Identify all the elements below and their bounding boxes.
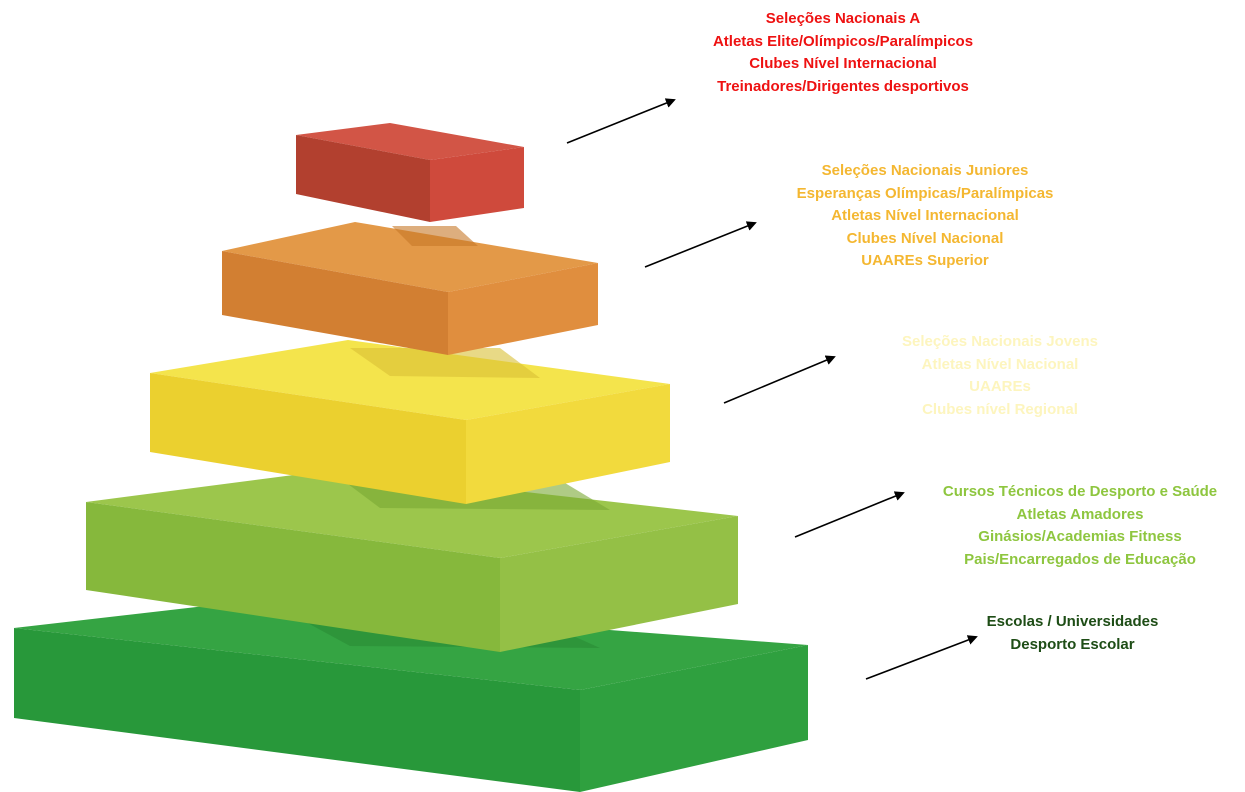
tier-1-block [296,123,524,222]
arrow-tier-1 [566,98,676,144]
tier-2-top-face [222,222,598,292]
tier-4-label: Cursos Técnicos de Desporto e Saúde Atle… [915,481,1245,571]
tier-5-line: Escolas / Universidades [986,613,1159,630]
tier-1-line: Seleções Nacionais A [765,10,921,27]
tier-1-line: Treinadores/Dirigentes desportivos [717,77,969,95]
tier-3-line: UAAREs [969,378,1031,395]
tier-5-block [14,602,808,792]
tier-3-side-face [466,384,670,504]
tier-4-line: Ginásios/Academias Fitness [978,528,1182,545]
arrow-tier-2 [644,221,757,268]
tier-3-line: Atletas Nível Nacional [921,355,1079,373]
tier-5-front-face [14,628,580,792]
tier-3-shadow [350,348,540,378]
tier-2-front-face [222,251,448,355]
tier-2-line: Seleções Nacionais Juniores [821,162,1029,179]
tier-2-label: Seleções Nacionais Juniores Esperanças O… [745,160,1105,273]
tier-1-top-face [296,123,524,160]
tier-2-line: Clubes Nível Nacional [846,229,1004,247]
tier-1-line: Atletas Elite/Olímpicos/Paralímpicos [712,32,974,50]
tier-4-line: Pais/Encarregados de Educação [964,550,1196,568]
arrow-tier-4 [794,491,905,538]
tier-2-line: UAAREs Superior [861,252,989,269]
tier-1-side-face [430,147,524,222]
arrow-tier-3 [723,355,836,404]
tier-4-line: Atletas Amadores [1016,505,1144,523]
tier-4-front-face [86,502,500,652]
tier-3-block [150,340,670,504]
tier-2-line: Atletas Nível Internacional [831,207,1019,224]
tier-4-top-face [86,470,738,558]
tier-4-line: Cursos Técnicos de Desporto e Saúde [942,483,1218,500]
tier-2-shadow [392,226,478,246]
tier-5-side-face [580,645,808,792]
tier-1-front-face [296,135,430,222]
tier-3-top-face [150,340,670,420]
tier-3-label: Seleções Nacionais Jovens Atletas Nível … [850,331,1150,421]
tier-3-line: Clubes nível Regional [922,400,1078,418]
arrow-tier-5 [865,635,978,680]
tier-1-label: Seleções Nacionais A Atletas Elite/Olímp… [668,8,1018,98]
tier-3-front-face [150,373,466,504]
tier-2-block [222,222,598,355]
tier-5-label: Escolas / Universidades Desporto Escolar [950,611,1195,656]
tier-4-side-face [500,516,738,652]
tier-5-line: Desporto Escolar [1010,635,1135,653]
tier-2-side-face [448,263,598,355]
tier-1-line: Clubes Nível Internacional [749,55,937,72]
tier-2-line: Esperanças Olímpicas/Paralímpicas [796,184,1054,202]
tier-3-line: Seleções Nacionais Jovens [902,333,1098,350]
